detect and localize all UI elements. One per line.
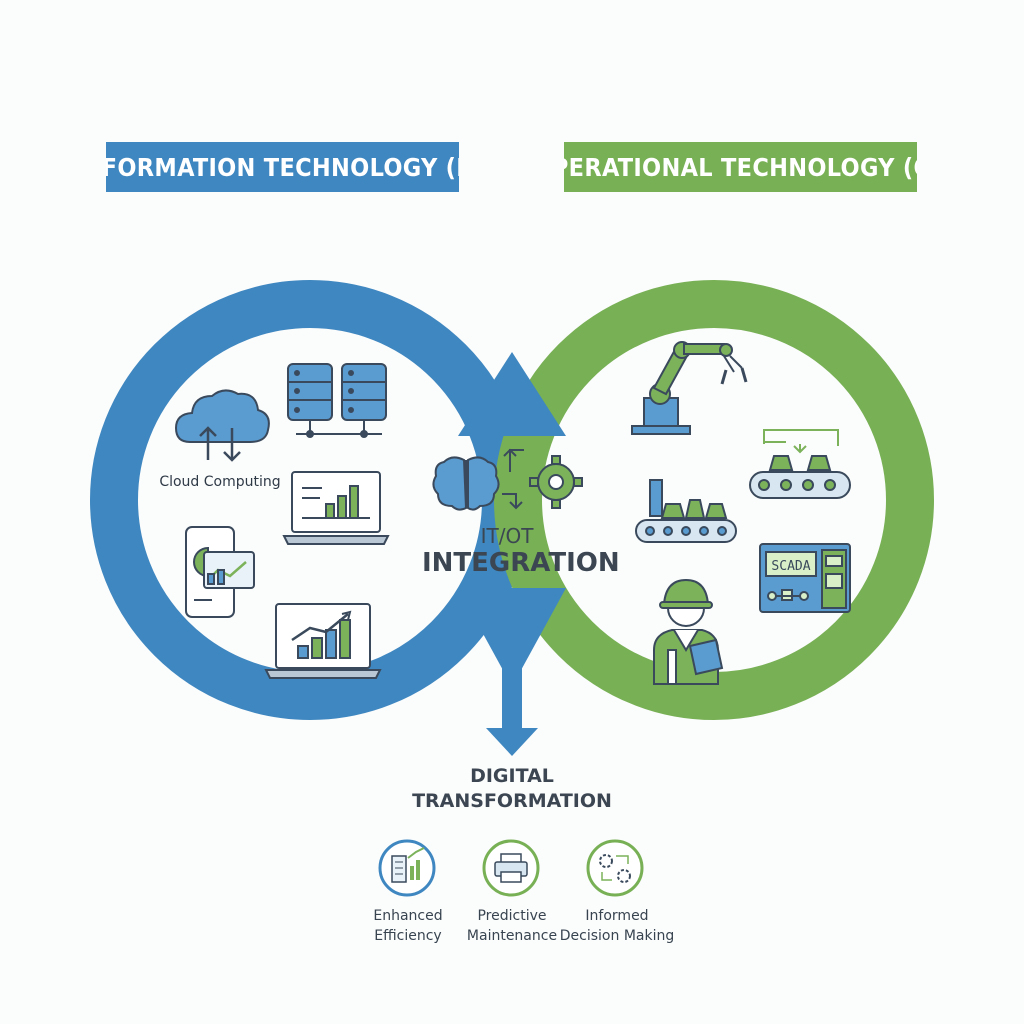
- printer-icon: [482, 839, 540, 897]
- scada-panel-icon: SCADA: [759, 543, 851, 613]
- outcome-line1: Enhanced: [373, 908, 443, 924]
- integration-top-wedge: [458, 352, 566, 436]
- outcome-line2: Efficiency: [374, 928, 442, 944]
- conveyor-belt-icon: [749, 429, 851, 499]
- factory-production-line-icon: [635, 479, 737, 543]
- cloud-computing-label: Cloud Computing: [159, 474, 281, 490]
- down-arrow-icon: [486, 660, 538, 756]
- scada-label: SCADA: [771, 559, 810, 574]
- outcome-line2: Maintenance: [466, 928, 558, 944]
- cloud-icon: [174, 389, 270, 462]
- digital-transformation-title: DIGITAL TRANSFORMATION: [392, 764, 632, 814]
- digital-transformation-line2: TRANSFORMATION: [412, 790, 612, 812]
- laptop-dashboard-icon: [282, 471, 390, 545]
- outcome-enhanced-efficiency: Enhanced Efficiency: [348, 906, 468, 946]
- outcome-line2: Decision Making: [559, 928, 675, 944]
- it-banner: INFORMATION TECHNOLOGY (IT): [106, 142, 459, 192]
- ot-ring: [494, 280, 934, 720]
- ot-banner: OPERATIONAL TECHNOLOGY (OT: [564, 142, 917, 192]
- sync-arrows-icon: [502, 448, 524, 510]
- outcome-predictive-maintenance: Predictive Maintenance: [452, 906, 572, 946]
- laptop-growth-chart-icon: [264, 603, 382, 679]
- digital-transformation-line1: DIGITAL: [470, 765, 554, 787]
- mobile-analytics-icon: [185, 526, 255, 618]
- efficiency-chart-icon: [378, 839, 436, 897]
- outcome-line1: Predictive: [477, 908, 547, 924]
- integration-bottom-wedge: [458, 588, 566, 672]
- integration-title-line1: IT/OT: [480, 524, 534, 548]
- worker-with-tablet-icon: [653, 578, 724, 685]
- brain-icon: [432, 456, 500, 511]
- outcome-informed-decision-making: Informed Decision Making: [557, 906, 677, 946]
- outcome-line1: Informed: [585, 908, 649, 924]
- server-icon: [287, 363, 387, 438]
- decision-gears-icon: [586, 839, 644, 897]
- integration-title-line2: INTEGRATION: [422, 548, 620, 578]
- robotic-arm-icon: [631, 341, 748, 435]
- gear-icon: [529, 455, 583, 509]
